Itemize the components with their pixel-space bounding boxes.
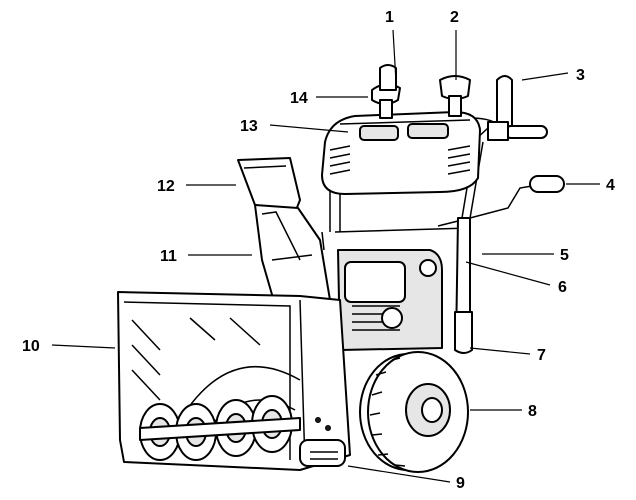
leader-1 [392, 29, 397, 83]
callout-7: 7 [537, 347, 546, 364]
engine [321, 231, 443, 351]
engine-cap [419, 259, 437, 277]
callout-10: 10 [22, 338, 40, 355]
leader-6 [465, 261, 551, 286]
chute-crank [437, 175, 565, 227]
leader-9 [347, 465, 451, 483]
console-display [359, 125, 399, 141]
leader-lines [51, 29, 600, 483]
lever-2-knob [439, 75, 471, 100]
callout-13: 13 [240, 118, 258, 135]
callout-labels: 1 2 3 4 5 6 7 8 9 10 11 12 13 14 [22, 9, 615, 492]
lever-2-stem [448, 95, 462, 117]
auger-shaft [139, 417, 301, 441]
crank-handle [529, 175, 565, 193]
handle-bar-end [504, 125, 548, 139]
callout-4: 4 [606, 177, 615, 194]
right-upright [454, 217, 473, 354]
lever-1-knob [379, 64, 397, 91]
callout-3: 3 [576, 67, 585, 84]
chute-deflector [237, 157, 301, 211]
control-levers [371, 64, 471, 119]
auger-spirals [139, 395, 301, 461]
leader-10 [51, 344, 116, 349]
callout-9: 9 [456, 475, 465, 492]
engine-cover [344, 261, 406, 303]
callout-6: 6 [558, 279, 567, 296]
callout-8: 8 [528, 403, 537, 420]
control-panel [321, 111, 481, 195]
lever-14-stem [379, 99, 393, 119]
skid-shoe [299, 439, 346, 467]
discharge-chute [237, 157, 331, 311]
handle-frame [329, 75, 548, 233]
upright-foot [454, 311, 473, 354]
wheel [359, 351, 469, 473]
callout-5: 5 [560, 247, 569, 264]
callout-1: 1 [385, 9, 394, 26]
handle-clamp [487, 121, 509, 141]
leader-3 [521, 72, 569, 81]
callout-11: 11 [160, 248, 177, 265]
callout-12: 12 [157, 178, 175, 195]
leader-13 [269, 124, 349, 133]
leader-7 [469, 347, 531, 355]
callout-2: 2 [450, 9, 459, 26]
callout-14: 14 [290, 90, 308, 107]
